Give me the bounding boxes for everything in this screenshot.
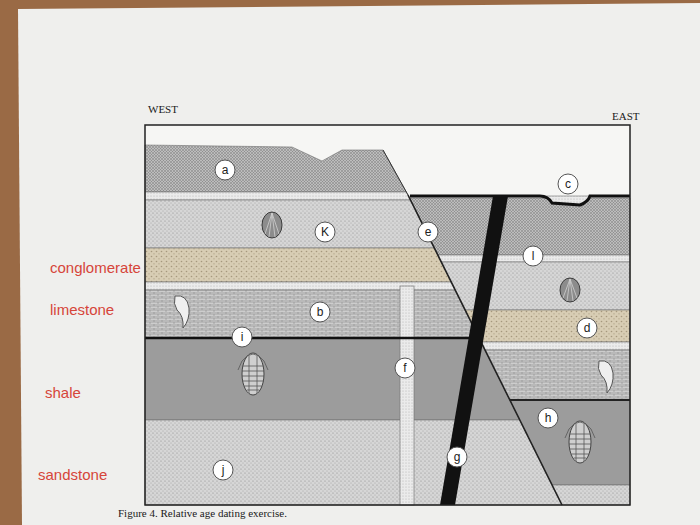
figure-caption: Figure 4. Relative age dating exercise. xyxy=(118,507,287,519)
callout-circle: g xyxy=(446,446,468,468)
callout-circle: b xyxy=(309,301,331,323)
callout-letter: c xyxy=(565,177,571,191)
callout-circle: K xyxy=(314,221,336,243)
shale-layer xyxy=(510,400,630,485)
brachiopod-fossil xyxy=(560,278,580,302)
rock-layer xyxy=(441,262,630,310)
callout-circle: e xyxy=(417,221,439,243)
sandstone-layer xyxy=(552,485,630,505)
paper-sheet xyxy=(18,3,700,525)
east-block xyxy=(410,198,631,505)
direction-label: EAST xyxy=(612,110,640,122)
rock-type-label: limestone xyxy=(50,301,114,318)
rock-layer xyxy=(145,145,406,192)
callout-circle: j xyxy=(212,459,234,481)
limestone-layer xyxy=(145,290,479,338)
callout-letter: j xyxy=(222,463,225,477)
callout-ring xyxy=(310,302,330,322)
callout-letter: f xyxy=(403,361,406,375)
callout-ring xyxy=(538,408,558,428)
trilobite-segments xyxy=(565,422,595,461)
rock-layer xyxy=(410,198,631,255)
sandstone-layer xyxy=(145,420,562,505)
callout-ring xyxy=(418,222,438,242)
unconformity-line xyxy=(145,337,479,340)
callout-ring xyxy=(523,246,543,266)
callout-ring xyxy=(395,358,415,378)
trilobite-body xyxy=(242,353,264,395)
callout-letter: h xyxy=(545,411,552,425)
tooth-fossil xyxy=(598,361,613,393)
trilobite-fossil xyxy=(238,353,268,395)
rock-type-label: conglomerate xyxy=(50,259,141,276)
rock-type-label: shale xyxy=(45,384,81,401)
callout-circle: l xyxy=(522,245,544,267)
trilobite-fossil xyxy=(565,421,595,463)
dike-f xyxy=(400,286,414,505)
rock-layer xyxy=(145,200,434,248)
brachiopod-ribs xyxy=(265,213,279,237)
dike-g xyxy=(440,196,508,505)
diagram-ground xyxy=(145,125,630,505)
direction-label: WEST xyxy=(148,103,178,115)
callout-letter: a xyxy=(222,163,229,177)
callout-circle: a xyxy=(214,159,236,181)
rock-layer xyxy=(145,192,411,200)
brachiopod-shell xyxy=(560,278,580,302)
callout-ring xyxy=(577,318,597,338)
callout-letter: b xyxy=(317,305,324,319)
brachiopod-shell xyxy=(262,212,282,238)
callout-ring xyxy=(232,327,252,347)
callout-circle: d xyxy=(576,317,598,339)
callout-letter: d xyxy=(584,321,591,335)
callout-ring xyxy=(215,160,235,180)
callout-ring xyxy=(213,460,233,480)
callout-circle: i xyxy=(231,326,253,348)
brachiopod-ribs xyxy=(563,279,577,301)
callout-letter: i xyxy=(241,330,244,344)
contact-line xyxy=(510,399,630,401)
conglomerate-layer xyxy=(145,248,451,282)
rock-type-label: sandstone xyxy=(38,466,107,483)
trilobite-segments xyxy=(238,354,268,393)
erosion-surface xyxy=(410,196,630,205)
rock-layer xyxy=(481,342,630,350)
callout-circle: h xyxy=(537,407,559,429)
callout-letter: l xyxy=(532,249,535,263)
callout-ring xyxy=(447,447,467,467)
trilobite-body xyxy=(569,421,591,463)
brachiopod-fossil xyxy=(262,212,282,238)
callout-letter: e xyxy=(425,225,432,239)
slope-line xyxy=(383,150,408,195)
callout-ring xyxy=(558,174,578,194)
callout-circle: f xyxy=(394,357,416,379)
fault-line xyxy=(408,195,562,505)
conglomerate-layer xyxy=(465,310,630,342)
tooth-fossil xyxy=(174,296,189,328)
diagram-border xyxy=(145,125,630,505)
callout-circle: c xyxy=(557,173,579,195)
callout-letter: K xyxy=(321,225,329,239)
callout-letter: g xyxy=(454,450,461,464)
callout-ring xyxy=(315,222,335,242)
